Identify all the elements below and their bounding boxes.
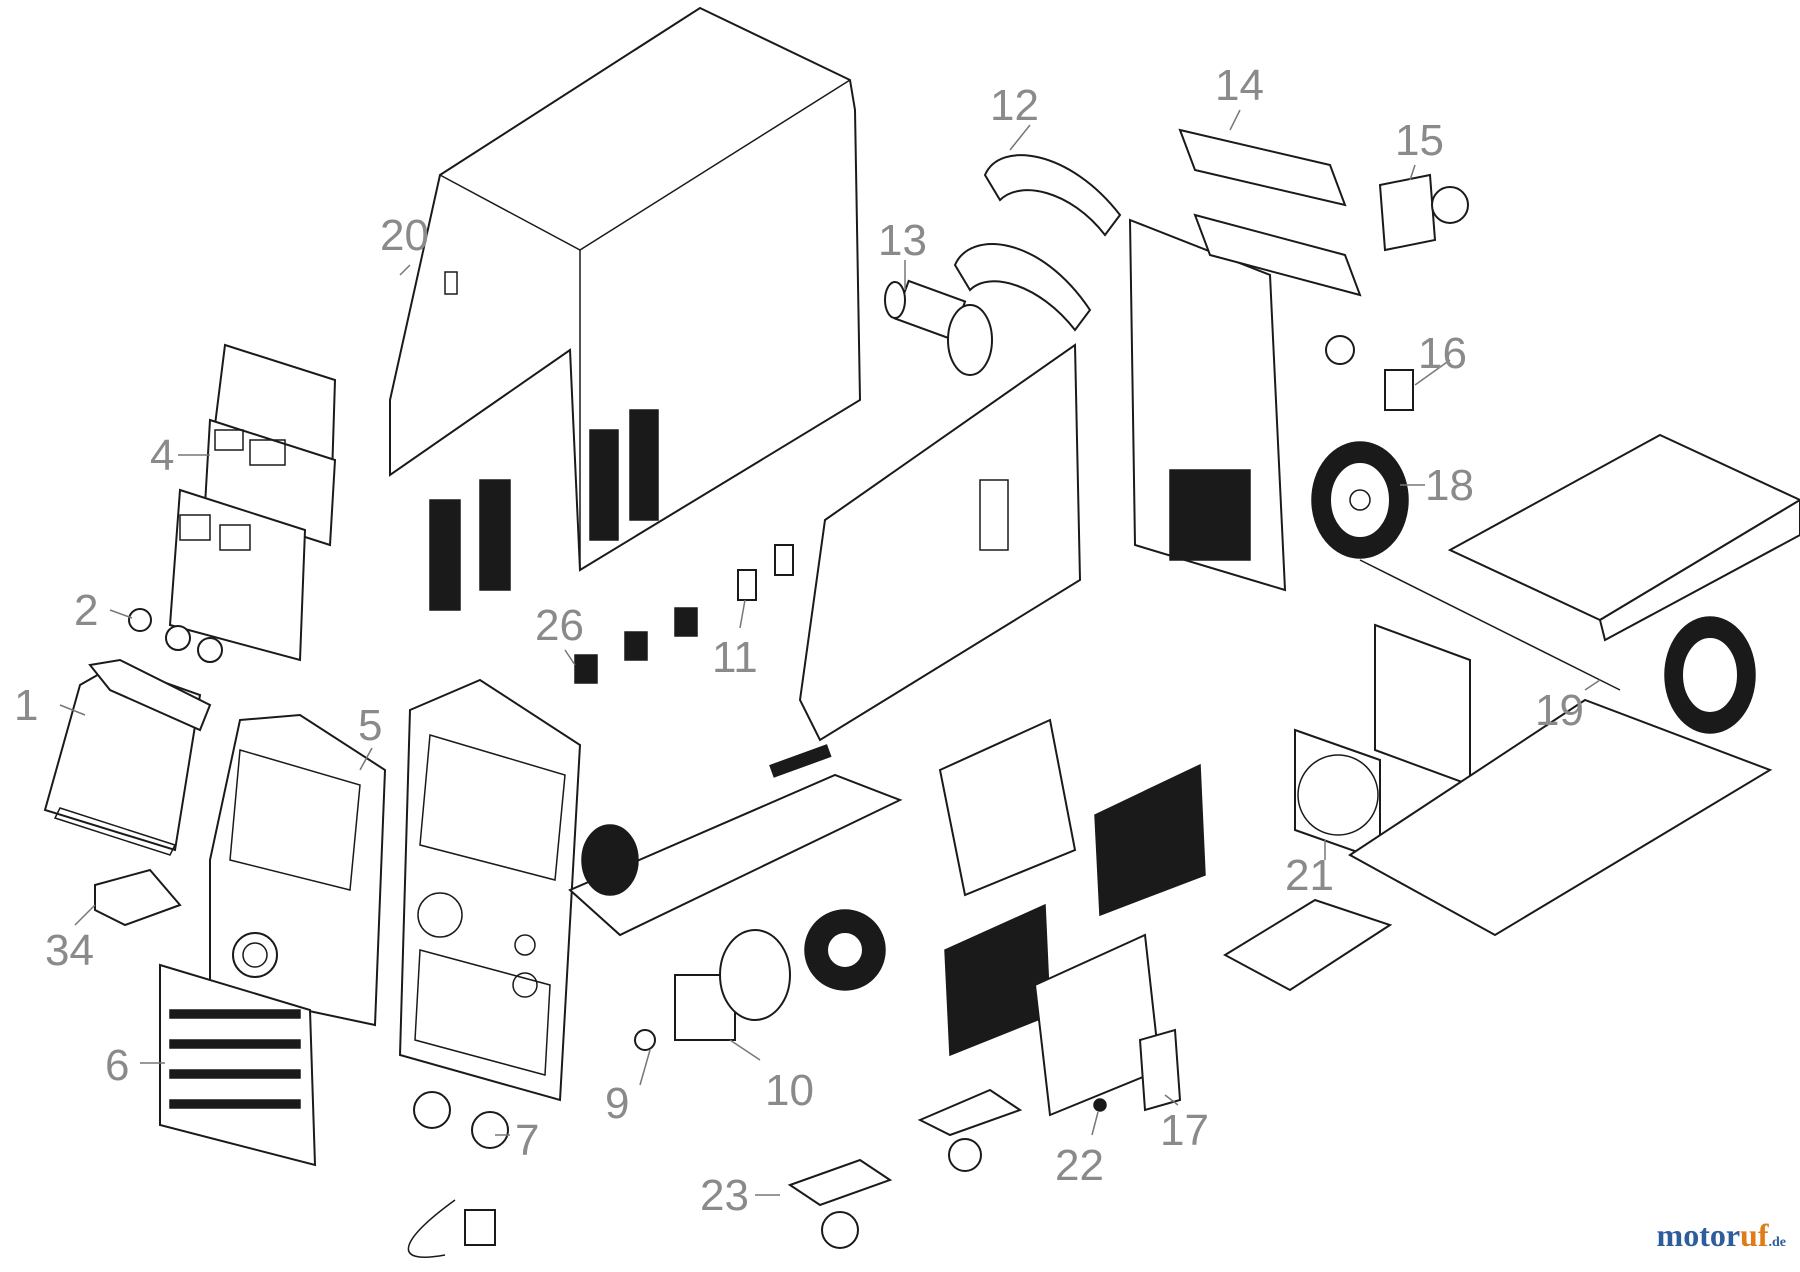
callout-4: 4 [150,431,174,480]
callout-labels: 1 2 4 5 6 7 9 10 11 12 13 14 15 16 17 18… [14,61,1584,1220]
callout-15: 15 [1395,116,1444,165]
part-rear-wheel [1311,441,1409,559]
part-bottom-plate [1222,698,1773,992]
callout-21: 21 [1285,851,1334,900]
callout-23: 23 [700,1171,749,1220]
part-back-panel [1128,218,1287,592]
watermark-suffix: .de [1768,1235,1787,1250]
part-front-grille [159,963,317,1167]
callout-16: 16 [1418,329,1467,378]
part-gas-valve [1325,335,1414,411]
part-top-cover [389,6,862,611]
callout-19: 19 [1535,686,1584,735]
callout-2: 2 [74,586,98,635]
callout-5: 5 [358,701,382,750]
callout-26: 26 [535,601,584,650]
callout-1: 1 [14,681,38,730]
part-brackets [1178,128,1362,297]
callout-7: 7 [515,1116,539,1165]
part-axle-tray [1359,433,1800,734]
part-handles [953,154,1122,332]
part-control-panel [168,343,337,662]
part-spool-holder [884,279,993,376]
callout-18: 18 [1425,461,1474,510]
callout-9: 9 [605,1079,629,1128]
part-heatsinks [938,718,1206,1117]
callout-6: 6 [105,1041,129,1090]
callout-14: 14 [1215,61,1264,110]
part-casters [787,1088,1023,1249]
watermark-brand-b: uf [1740,1217,1769,1253]
part-front-panel [398,678,582,1102]
part-wire-feeder [634,929,791,1051]
part-toroid-coil [804,909,886,991]
part-front-flap [43,658,212,856]
part-connectors [407,1091,509,1258]
callout-13: 13 [878,216,927,265]
callout-20: 20 [380,211,429,260]
callout-leaders [59,109,1601,1196]
part-small-board [1093,1028,1182,1112]
part-switches [737,544,794,601]
part-knobs [128,608,223,663]
part-middle-plate [798,343,1082,742]
top-cover-vents [429,409,659,611]
callout-10: 10 [765,1066,814,1115]
part-contactor [1378,173,1469,252]
watermark-logo: motoruf.de [1657,1217,1786,1254]
callout-17: 17 [1160,1106,1209,1155]
callout-11: 11 [712,633,758,682]
part-front-frame [209,713,387,1027]
part-small-cover [94,868,182,927]
callout-34: 34 [45,926,94,975]
callout-22: 22 [1055,1141,1104,1190]
part-modules [574,607,698,684]
callout-12: 12 [990,81,1039,130]
part-base-chassis [568,744,903,937]
part-fan [1294,623,1471,862]
watermark-brand-a: motor [1656,1217,1741,1253]
